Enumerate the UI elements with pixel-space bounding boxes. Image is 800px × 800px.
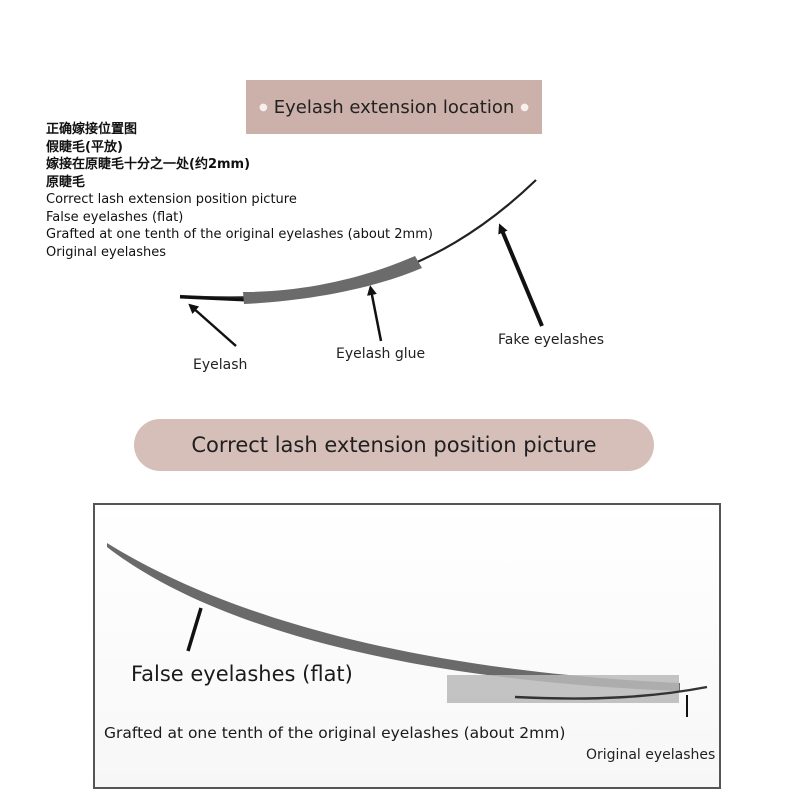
note-zh-original: 原睫毛	[46, 174, 86, 190]
glue-band	[243, 256, 422, 304]
bullet-dot-icon: ●	[259, 101, 268, 113]
label-original-eyelashes: Original eyelashes	[586, 747, 716, 763]
bullet-dot-icon: ●	[520, 101, 529, 113]
note-en-original: Original eyelashes	[46, 244, 167, 260]
original-lash-stroke	[514, 685, 708, 700]
notes-block: 正确嫁接位置图 假睫毛(平放) 嫁接在原睫毛十分之一处(约2mm) 原睫毛 Co…	[46, 121, 433, 261]
natural-lash-line	[179, 295, 246, 302]
arrow-glue	[367, 285, 383, 342]
top-banner: ● Eyelash extension location ●	[246, 80, 542, 134]
note-zh-title: 正确嫁接位置图	[46, 122, 138, 137]
note-zh-false: 假睫毛(平放)	[46, 139, 123, 155]
note-en-graft: Grafted at one tenth of the original eye…	[46, 227, 433, 242]
pointer-line	[186, 607, 203, 652]
note-en-title: Correct lash extension position picture	[46, 192, 297, 207]
mid-banner-title: Correct lash extension position picture	[191, 433, 597, 457]
note-zh-graft: 嫁接在原睫毛十分之一处(约2mm)	[46, 157, 251, 172]
lash-photo-drawing	[95, 505, 719, 787]
label-eyelash-glue: Eyelash glue	[336, 346, 426, 362]
arrow-eyelash	[188, 303, 237, 347]
label-false-eyelashes-flat: False eyelashes (flat)	[131, 662, 353, 686]
label-grafted: Grafted at one tenth of the original eye…	[104, 724, 566, 742]
label-eyelash: Eyelash	[193, 357, 248, 373]
arrow-fake	[498, 223, 544, 327]
note-en-false: False eyelashes (flat)	[46, 209, 184, 225]
lash-diagram	[179, 179, 544, 347]
lash-photo	[93, 503, 721, 789]
top-banner-title: Eyelash extension location	[273, 96, 515, 118]
mid-banner: Correct lash extension position picture	[134, 419, 654, 471]
label-fake-eyelashes: Fake eyelashes	[498, 332, 605, 348]
